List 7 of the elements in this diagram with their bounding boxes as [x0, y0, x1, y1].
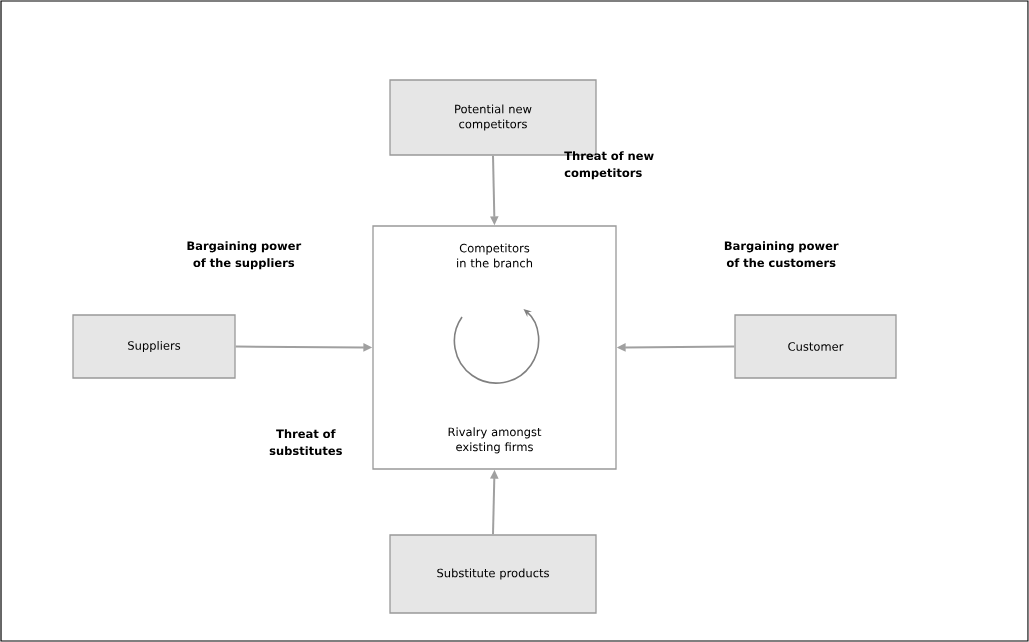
annotation: Bargaining power of the customers — [724, 241, 839, 268]
annotation: Threat of substitutes — [269, 429, 342, 456]
annotation: Bargaining power of the suppliers — [187, 241, 302, 270]
competitor-box: Competitors in the branch Rivalry amongst existing firms — [372, 225, 617, 470]
supplier-box: Suppliers — [72, 314, 236, 379]
customer-box: Customer — [734, 314, 897, 379]
substitute-box: Substitute products — [389, 534, 597, 614]
